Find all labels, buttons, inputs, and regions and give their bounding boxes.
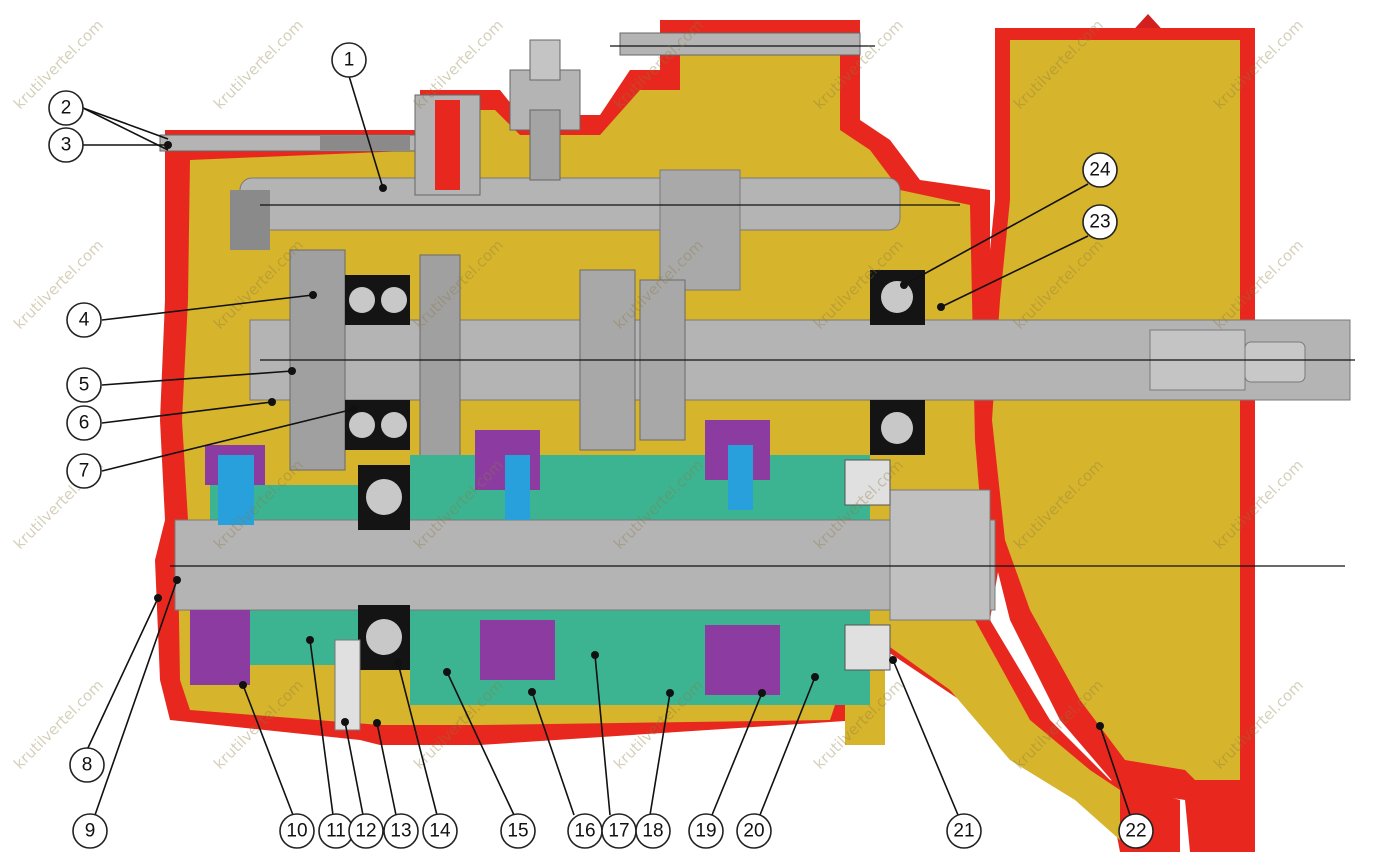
- callout-10: 10: [279, 813, 315, 849]
- leader-17: [594, 654, 611, 816]
- callout-label: 5: [79, 375, 90, 396]
- callout-label: 22: [1125, 821, 1146, 842]
- callout-label: 19: [695, 821, 716, 842]
- callout-label: 13: [390, 821, 411, 842]
- callout-label: 24: [1089, 160, 1111, 181]
- callout-5: 5: [66, 367, 102, 403]
- leader-21: [892, 659, 959, 816]
- watermark-text: krutilvertel.com: [210, 16, 307, 113]
- callout-21: 21: [946, 813, 982, 849]
- callout-2: 2: [48, 90, 84, 126]
- leader-1: [348, 75, 384, 189]
- callout-17: 17: [601, 813, 637, 849]
- leader-16: [531, 691, 575, 816]
- leader-12: [344, 721, 364, 816]
- leader-19: [711, 692, 763, 816]
- callout-4: 4: [66, 302, 102, 338]
- callout-7: 7: [66, 453, 102, 489]
- callout-8: 8: [69, 747, 105, 783]
- callout-9: 9: [72, 813, 108, 849]
- clutch-bell-housing: [975, 28, 1255, 852]
- callout-11: 11: [318, 813, 354, 849]
- leader-15: [446, 671, 515, 816]
- input-shaft-bearings: [345, 270, 925, 455]
- selector-shaft: [230, 169, 960, 291]
- output-shaft-assembly: [170, 420, 1345, 731]
- callout-label: 4: [79, 310, 90, 331]
- callout-label: 8: [82, 755, 93, 776]
- callout-12: 12: [348, 813, 384, 849]
- callout-label: 23: [1089, 212, 1110, 233]
- callout-label: 12: [355, 821, 376, 842]
- callout-label: 9: [85, 821, 96, 842]
- callout-label: 11: [326, 821, 346, 842]
- leader-7: [101, 408, 355, 472]
- leader-23: [940, 235, 1089, 308]
- callout-label: 17: [608, 821, 629, 842]
- callout-1: 1: [331, 42, 367, 78]
- leader-24: [903, 183, 1089, 286]
- leader-10: [242, 684, 294, 816]
- callout-label: 7: [79, 461, 90, 482]
- leader-lines: [82, 75, 1131, 816]
- callout-3: 3: [48, 127, 84, 163]
- callout-24: 24: [1082, 152, 1118, 188]
- leader-4: [101, 294, 314, 321]
- leader-20: [759, 676, 816, 816]
- leader-5: [101, 370, 293, 386]
- callout-label: 18: [642, 821, 663, 842]
- leader-8: [86, 597, 159, 751]
- callout-22: 22: [1118, 813, 1154, 849]
- callout-label: 20: [743, 821, 764, 842]
- top-fasteners: [159, 32, 875, 196]
- leader-6: [101, 401, 273, 424]
- leader-11: [309, 639, 334, 816]
- callout-label: 21: [953, 821, 974, 842]
- callout-18: 18: [635, 813, 671, 849]
- callout-16: 16: [567, 813, 603, 849]
- callout-label: 1: [344, 50, 355, 71]
- callout-15: 15: [500, 813, 536, 849]
- callout-20: 20: [736, 813, 772, 849]
- input-shaft: [249, 249, 1355, 471]
- callout-label: 3: [61, 135, 72, 156]
- leader-2b: [82, 107, 169, 151]
- callout-6: 6: [66, 405, 102, 441]
- callout-23: 23: [1082, 204, 1118, 240]
- leader-9: [94, 579, 178, 816]
- leader-22: [1099, 725, 1131, 816]
- leader-2a: [82, 107, 169, 140]
- callout-13: 13: [383, 813, 419, 849]
- callout-19: 19: [688, 813, 724, 849]
- leader-dots: [154, 141, 1104, 730]
- callout-label: 10: [286, 821, 307, 842]
- callout-label: 6: [79, 413, 90, 434]
- leader-14: [397, 662, 438, 816]
- leader-13: [376, 722, 397, 816]
- callout-14: 14: [422, 813, 458, 849]
- leader-18: [649, 692, 671, 816]
- callout-label: 14: [429, 821, 451, 842]
- callout-label: 16: [574, 821, 595, 842]
- callout-label: 2: [61, 98, 72, 119]
- callout-label: 15: [507, 821, 528, 842]
